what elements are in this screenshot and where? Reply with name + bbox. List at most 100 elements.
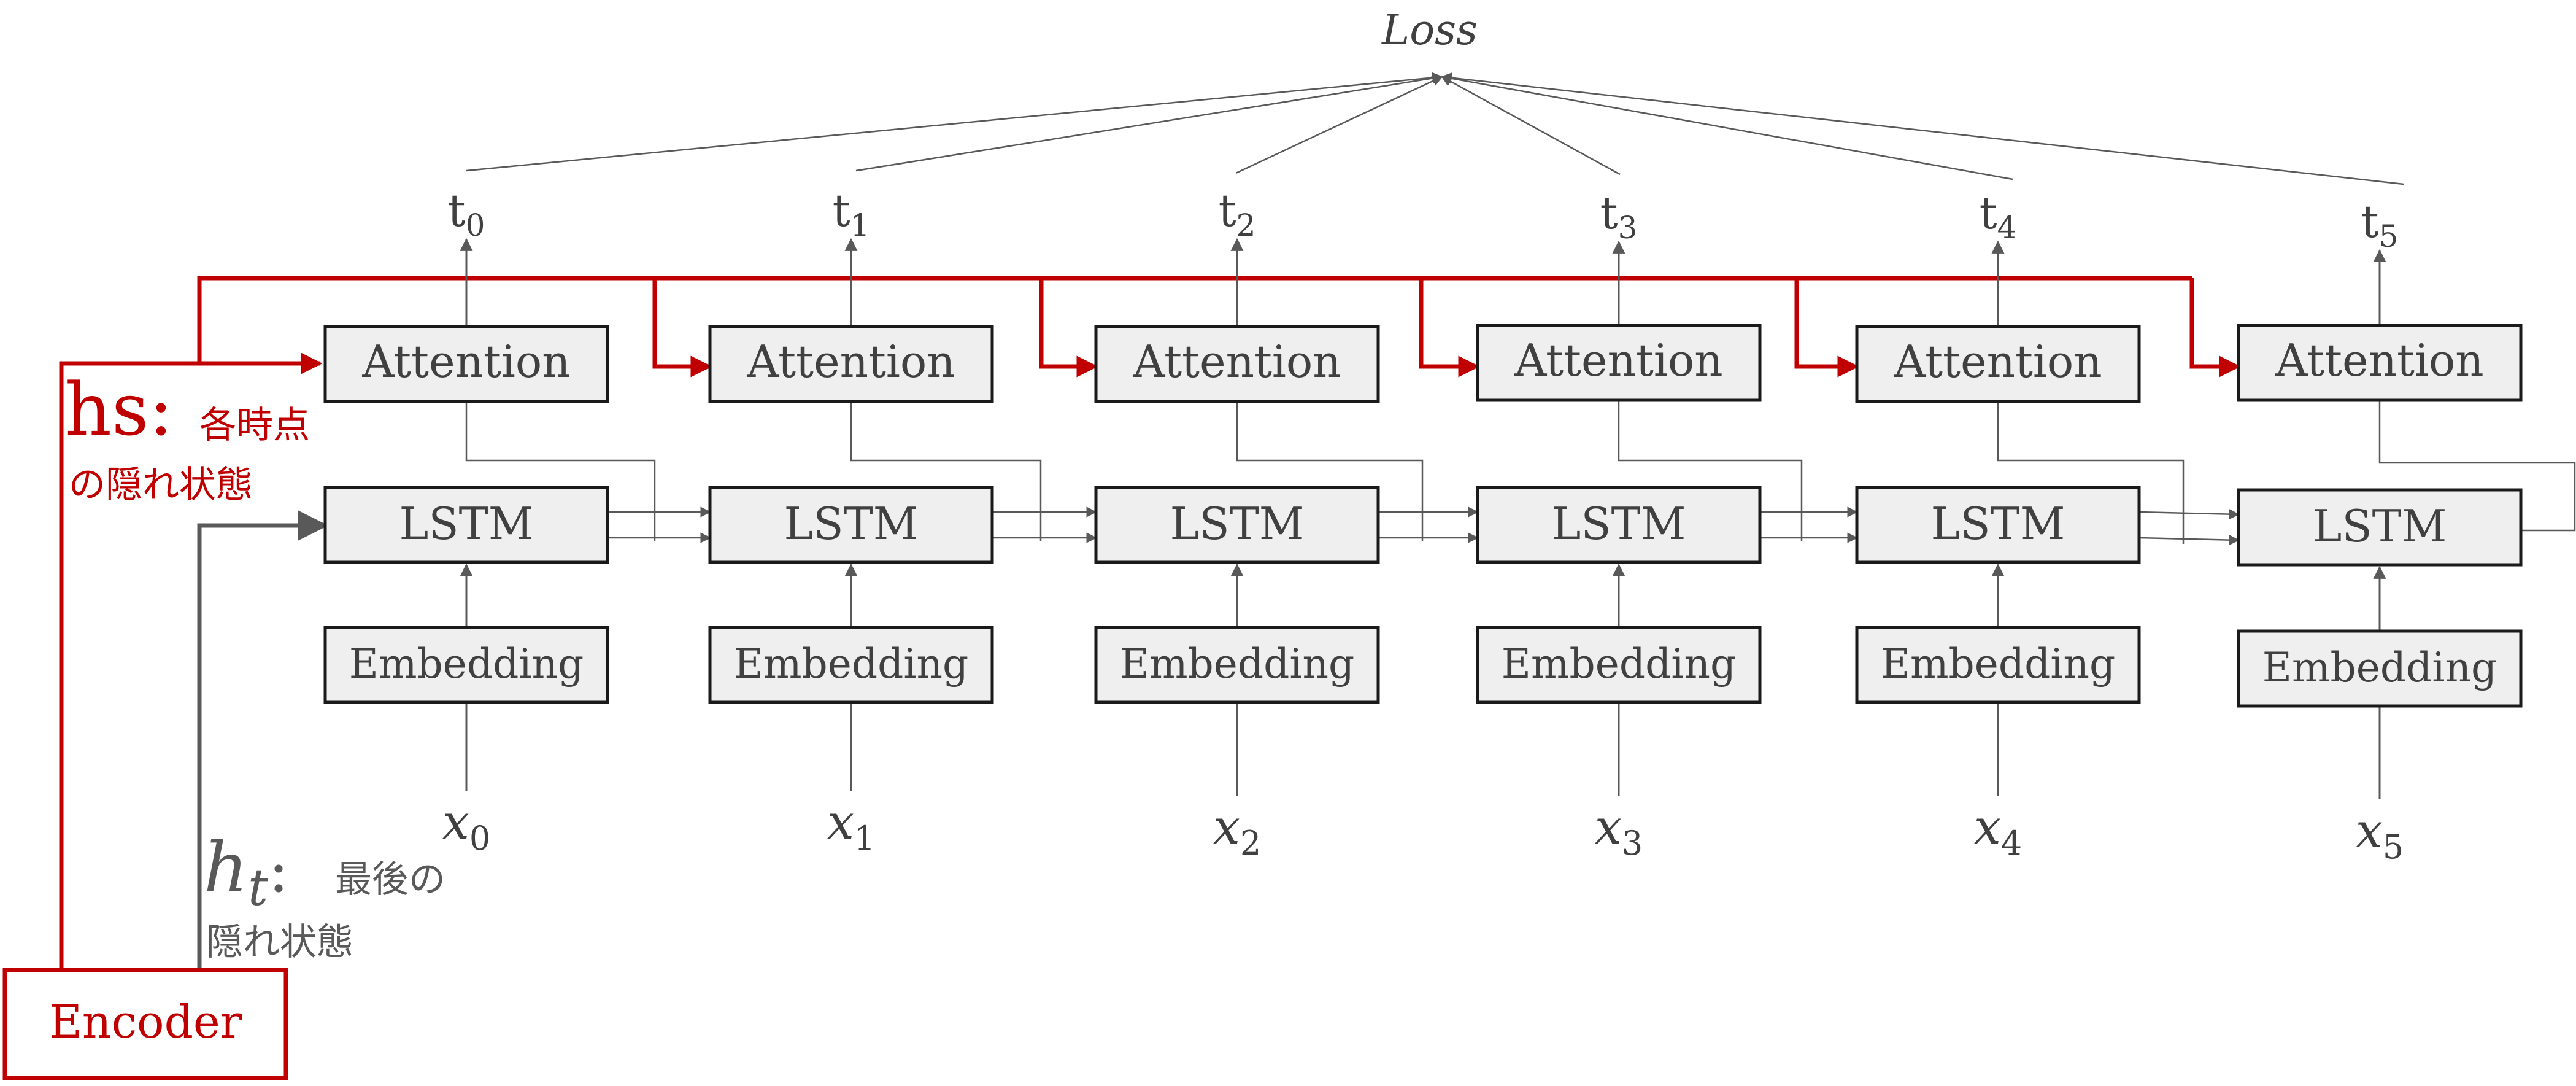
- x-label-sub: 3: [1622, 824, 1643, 863]
- t-label-2: t2: [1219, 185, 1256, 243]
- embedding-box-1: [708, 626, 994, 704]
- attention-box-1: [708, 325, 994, 403]
- lstm-hidden-arrow-4: [2138, 508, 2240, 520]
- embedding-label-0: Embedding: [349, 640, 584, 688]
- lstm-box-2: [1094, 486, 1380, 564]
- t-label-sub: 2: [1236, 208, 1256, 243]
- ht-symbol-base: h: [204, 828, 248, 908]
- x-label-base: x: [1974, 800, 2001, 855]
- attention-label-3: Attention: [1514, 335, 1722, 386]
- ht-desc-line2: 隠れ状態: [206, 921, 353, 964]
- lstm-box-3: [1476, 486, 1762, 564]
- ht-symbol: ht:: [204, 828, 289, 917]
- x-label-sub: 1: [854, 819, 875, 858]
- attention-box-4: [1855, 325, 2141, 403]
- embedding-label-3: Embedding: [1502, 640, 1736, 688]
- lstm-label-4: LSTM: [1931, 498, 2065, 549]
- x-label-base: x: [1595, 800, 1622, 855]
- hs-line-to-attention-4: [1794, 278, 1859, 378]
- ht-symbol-sub: t: [248, 859, 269, 917]
- hs-top-bus: [197, 276, 2192, 363]
- attention-label-4: Attention: [1893, 336, 2102, 387]
- ht-colon: :: [268, 834, 289, 906]
- t-label-base: t: [833, 185, 850, 236]
- hs-line-to-attention-5: [2189, 278, 2241, 378]
- attention-output-route-0: [465, 401, 656, 541]
- attention-label-5: Attention: [2275, 335, 2483, 386]
- attention-output-route-2: [1236, 401, 1424, 541]
- t-label-3: t3: [1600, 187, 1638, 246]
- attention-label-2: Attention: [1132, 336, 1341, 387]
- x-label-sub: 2: [1240, 824, 1261, 863]
- loss-fan-line-4: [1441, 73, 2013, 180]
- t-label-5: t5: [2361, 196, 2399, 254]
- t-label-base: t: [448, 185, 466, 236]
- x-label-base: x: [442, 795, 469, 850]
- lstm-label-2: LSTM: [1170, 498, 1305, 549]
- embedding-label-2: Embedding: [1120, 640, 1354, 688]
- encoder-label: Encoder: [49, 996, 242, 1049]
- attention-box-2: [1094, 325, 1380, 403]
- x-label-4: x4: [1974, 800, 2022, 863]
- hs-line-to-attention-3: [1419, 278, 1480, 378]
- t-label-4: t4: [1980, 187, 2017, 246]
- lstm-box-4: [1855, 486, 2141, 564]
- t-label-sub: 5: [2379, 219, 2399, 254]
- lstm-label-3: LSTM: [1552, 498, 1686, 549]
- x-label-1: x1: [827, 795, 875, 858]
- t-label-1: t1: [833, 185, 870, 243]
- loss-fan-line-2: [1235, 76, 1443, 174]
- t-label-base: t: [1600, 187, 1618, 239]
- embedding-label-5: Embedding: [2262, 644, 2497, 691]
- loss-fan-line-0: [466, 72, 1443, 172]
- embedding-box-2: [1094, 626, 1380, 704]
- t-label-sub: 4: [1997, 210, 2017, 246]
- attention-label-1: Attention: [746, 336, 955, 387]
- hs-symbol: hs:: [65, 367, 173, 452]
- ht-line-to-lstm-0: [197, 510, 328, 970]
- hs-line-to-attention-2: [1039, 278, 1098, 378]
- loss-fan-line-1: [855, 72, 1443, 172]
- t-label-base: t: [1219, 185, 1236, 236]
- attention-box-3: [1476, 324, 1762, 402]
- hs-desc-line2: の隠れ状態: [69, 463, 253, 506]
- t-label-base: t: [2361, 196, 2379, 247]
- lstm-label-0: LSTM: [399, 498, 534, 549]
- x-label-base: x: [1213, 800, 1240, 855]
- embedding-label-4: Embedding: [1881, 640, 2115, 688]
- lstm-box-5: [2237, 488, 2523, 567]
- loss-fan-line-3: [1441, 76, 1621, 176]
- lstm-box-1: [708, 486, 994, 564]
- ht-desc-line1: 最後の: [335, 858, 445, 901]
- loss-label: Loss: [1381, 6, 1478, 55]
- t-label-sub: 3: [1618, 210, 1638, 246]
- embedding-box-0: [323, 626, 609, 704]
- t-label-base: t: [1980, 187, 1997, 239]
- encoder-box: [2, 968, 288, 1080]
- t-label-sub: 0: [466, 208, 485, 243]
- x-label-sub: 0: [469, 819, 490, 858]
- x-label-sub: 5: [2383, 828, 2404, 866]
- lstm-label-1: LSTM: [784, 498, 919, 549]
- t-label-sub: 1: [850, 208, 870, 243]
- attention-box-5: [2237, 324, 2523, 402]
- module-boxes: AttentionLSTMEmbeddingt0x0AttentionLSTME…: [323, 185, 2523, 866]
- attention-output-route-3: [1618, 400, 1803, 541]
- hs-line-to-attention-1: [652, 278, 712, 378]
- embedding-box-4: [1855, 626, 2141, 704]
- x-label-3: x3: [1595, 800, 1643, 863]
- attention-box-0: [323, 325, 609, 403]
- lstm-label-5: LSTM: [2313, 500, 2447, 552]
- t-label-0: t0: [448, 185, 485, 243]
- hs-desc-line1: 各時点: [199, 404, 310, 447]
- attention-output-route-4: [1997, 401, 2185, 544]
- embedding-box-5: [2237, 629, 2523, 708]
- x-label-base: x: [827, 795, 854, 850]
- lstm-cell-arrow-4: [2138, 534, 2240, 546]
- embedding-label-1: Embedding: [734, 640, 968, 688]
- x-label-0: x0: [442, 795, 490, 858]
- loss-fan-line-5: [1441, 72, 2404, 185]
- x-label-sub: 4: [2001, 824, 2022, 863]
- attention-output-route-1: [850, 401, 1042, 541]
